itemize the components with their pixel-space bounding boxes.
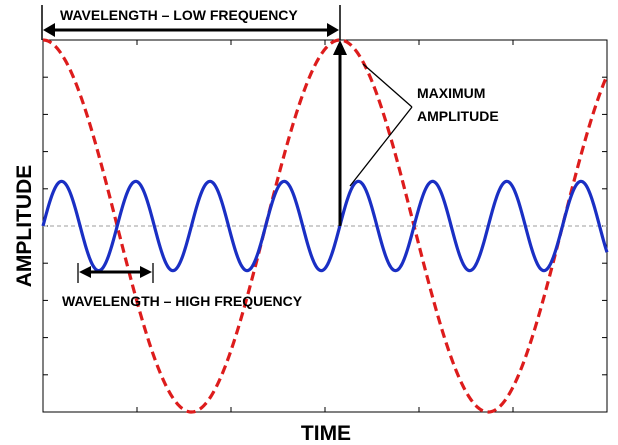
- low-frequency-wave: [42, 38, 609, 414]
- maximum-amplitude-label-line1: MAXIMUM: [417, 85, 485, 101]
- wavelength-high-frequency-label: WAVELENGTH – HIGH FREQUENCY: [62, 293, 303, 309]
- maximum-amplitude-pointers: [349, 63, 413, 187]
- x-axis-title: TIME: [301, 422, 351, 445]
- wavelength-low-frequency-label: WAVELENGTH – LOW FREQUENCY: [60, 7, 298, 23]
- high-frequency-wavelength-arrow: [77, 263, 154, 283]
- low-frequency-wavelength-arrow: [41, 5, 341, 40]
- high-frequency-wave: [41, 179, 609, 273]
- maximum-amplitude-label-line2: AMPLITUDE: [417, 108, 499, 124]
- maximum-amplitude-arrow: [333, 40, 347, 226]
- y-axis-title: AMPLITUDE: [13, 165, 36, 288]
